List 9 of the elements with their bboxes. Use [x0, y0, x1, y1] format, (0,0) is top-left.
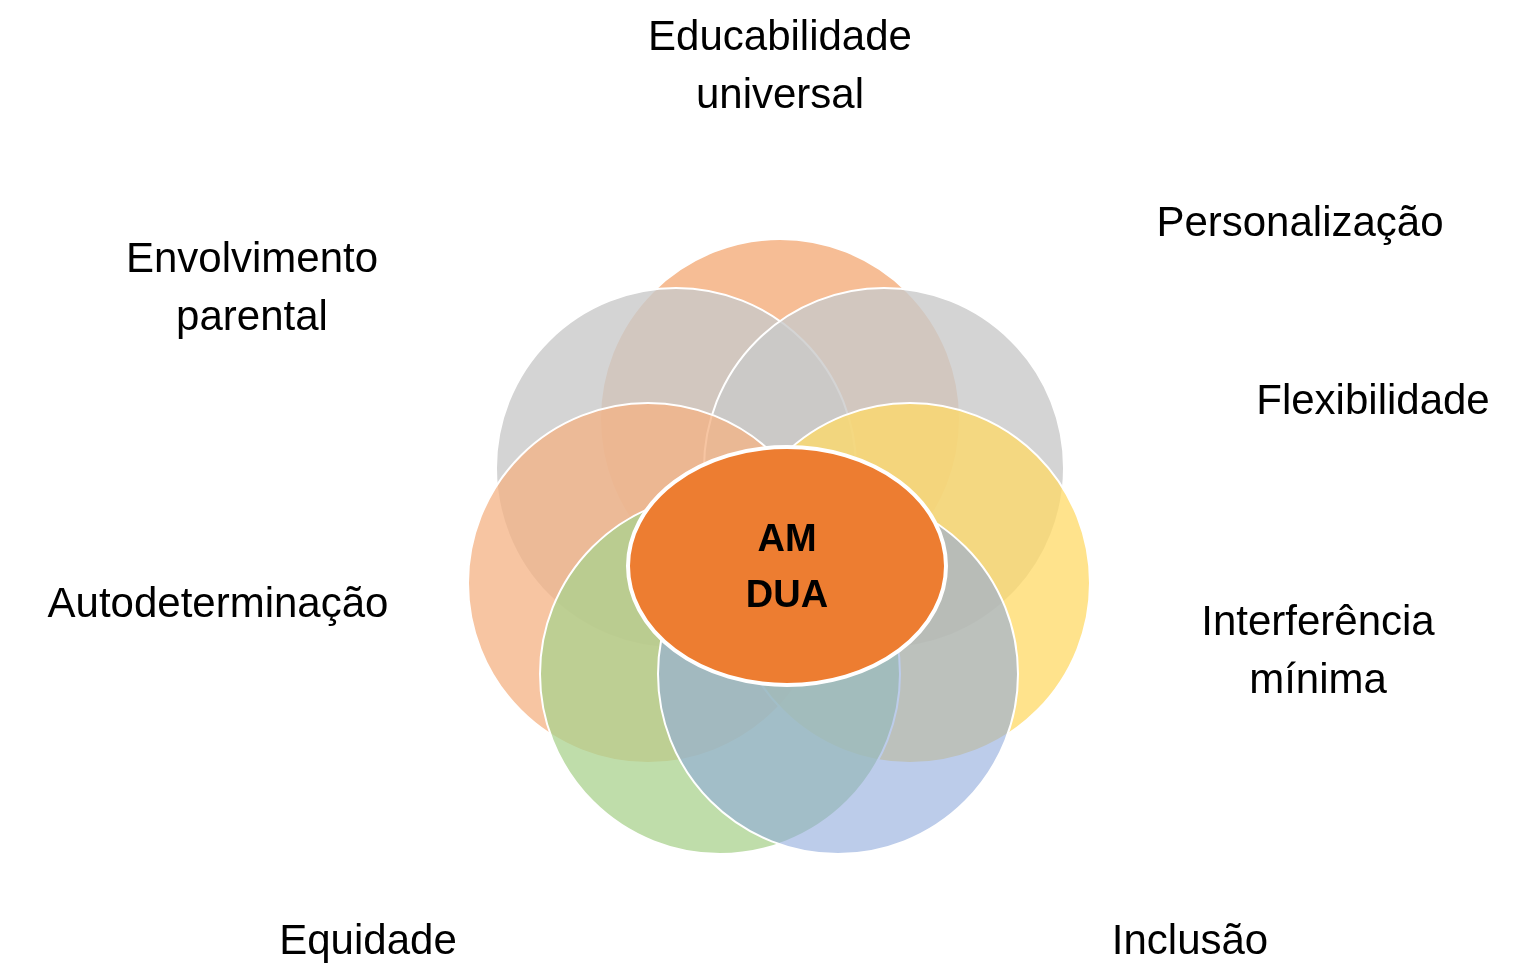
- principle-label: Autodeterminação: [46, 578, 390, 628]
- principle-label: Interferência mínima: [1200, 596, 1436, 704]
- principle-label: Personalização: [1155, 197, 1445, 247]
- center-label: AM DUA: [744, 516, 830, 617]
- principle-label: Equidade: [278, 915, 458, 965]
- principle-label: Educabilidade universal: [647, 11, 913, 119]
- principle-label: Flexibilidade: [1255, 375, 1491, 425]
- principle-label: Inclusão: [1110, 915, 1270, 965]
- principle-label: Envolvimento parental: [124, 233, 380, 341]
